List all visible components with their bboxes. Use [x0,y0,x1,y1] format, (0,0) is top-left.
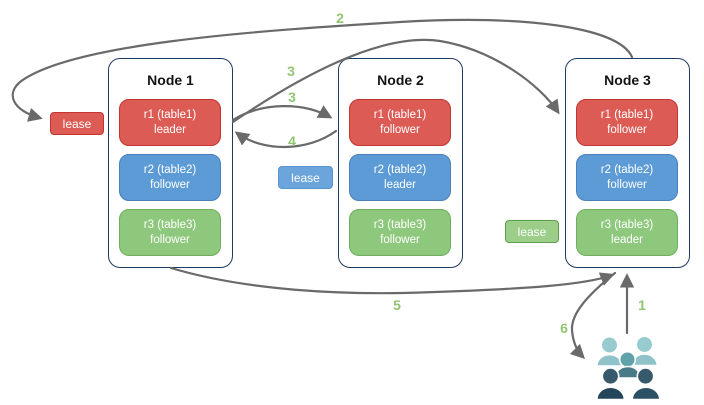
step-label-2: 2 [336,10,344,26]
users-group-icon [595,335,661,401]
replica-role: follower [607,178,647,191]
lease-badge-green: lease [505,220,559,243]
replica-name: r2 (table2) [373,163,427,176]
node-2-replica-r1: r1 (table1) follower [349,99,451,146]
replica-name: r3 (table3) [143,218,197,231]
node-3-box: Node 3 r1 (table1) follower r2 (table2) … [565,58,690,268]
node-2-box: Node 2 r1 (table1) follower r2 (table2) … [338,58,463,268]
replica-name: r2 (table2) [143,163,197,176]
node-2-replica-r3: r3 (table3) follower [349,209,451,256]
replica-role: follower [150,233,190,246]
replica-name: r3 (table3) [373,218,427,231]
node-1-box: Node 1 r1 (table1) leader r2 (table2) fo… [108,58,233,268]
lease-badge-red: lease [50,112,104,135]
step-label-1: 1 [638,297,646,313]
step-label-4: 4 [288,133,296,149]
lease-badge-blue: lease [278,166,333,189]
replica-name: r3 (table3) [600,218,654,231]
step-label-6: 6 [560,320,568,336]
replica-name: r1 (table1) [373,108,427,121]
arrow-step2-node3-to-lease [11,18,634,122]
arrow-step6-node3-to-clients [569,271,617,360]
node-2-replica-r2: r2 (table2) leader [349,154,451,201]
arrow-step4-node2-to-node1 [234,129,338,149]
replica-name: r2 (table2) [600,163,654,176]
node-3-replica-r3: r3 (table3) leader [576,209,678,256]
replica-role: follower [380,233,420,246]
node-3-replica-r1: r1 (table1) follower [576,99,678,146]
step-label-3b: 3 [288,89,296,105]
step-label-3a: 3 [287,63,295,79]
node-3-replica-r2: r2 (table2) follower [576,154,678,201]
node-1-replica-r2: r2 (table2) follower [119,154,221,201]
replica-name: r1 (table1) [143,108,197,121]
replica-role: follower [380,123,420,136]
replica-role: follower [150,178,190,191]
arrow-step5-node1-to-node3 [169,266,615,295]
node-1-replica-r1: r1 (table1) leader [119,99,221,146]
replica-role: follower [607,123,647,136]
node-3-title: Node 3 [604,72,651,88]
replica-role: leader [154,123,186,136]
node-1-title: Node 1 [147,72,194,88]
replica-role: leader [384,178,416,191]
node-1-replica-r3: r3 (table3) follower [119,209,221,256]
node-2-title: Node 2 [377,72,424,88]
step-label-5: 5 [393,297,401,313]
replica-name: r1 (table1) [600,108,654,121]
replica-role: leader [611,233,643,246]
arrow-step3-node1-to-node2 [231,105,333,122]
